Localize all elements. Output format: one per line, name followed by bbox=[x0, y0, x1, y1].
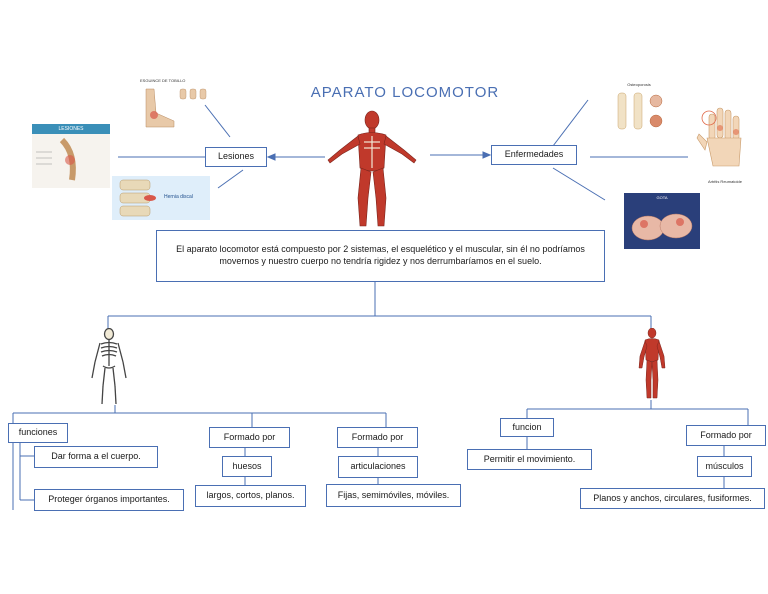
funcion-box: funcion bbox=[500, 418, 554, 437]
muscle-figure-illustration bbox=[327, 110, 417, 227]
musculos-box: músculos bbox=[697, 456, 752, 477]
ankle-image-label: ESGUINCE DE TOBILLO bbox=[140, 78, 186, 83]
arthritis-image-label: Artritis Reumatoide bbox=[707, 179, 742, 184]
dar-forma-box: Dar forma a el cuerpo. bbox=[34, 446, 158, 468]
gout-hand-icon bbox=[631, 213, 693, 241]
skeleton-illustration bbox=[91, 328, 127, 405]
huesos-tipos-box: largos, cortos, planos. bbox=[195, 485, 306, 507]
permitir-movimiento-box: Permitir el movimiento. bbox=[467, 449, 592, 470]
gout-image-label: GOTA bbox=[656, 195, 668, 200]
articulaciones-tipos-box: Fijas, semimóviles, móviles. bbox=[326, 484, 461, 507]
small-muscle-figure-illustration bbox=[638, 328, 666, 399]
formado-por-huesos-box: Formado por bbox=[209, 427, 290, 448]
osteoporosis-image: Osteoporosis bbox=[608, 82, 670, 134]
lesiones-thumbnail: LESIONES bbox=[32, 124, 110, 188]
vertebra-icon bbox=[119, 179, 156, 217]
enfermedades-box: Enfermedades bbox=[491, 145, 577, 165]
formado-por-musculos-box: Formado por bbox=[686, 425, 766, 446]
bone-icon bbox=[617, 92, 663, 130]
hand-icon bbox=[696, 107, 742, 167]
huesos-box: huesos bbox=[222, 456, 272, 477]
arthritis-image: Artritis Reumatoide bbox=[695, 104, 755, 186]
gout-image: GOTA bbox=[624, 193, 700, 249]
ankle-sprain-image: ESGUINCE DE TOBILLO bbox=[140, 78, 208, 132]
herniated-disc-image: Hernia discal bbox=[112, 176, 210, 220]
spine-icon bbox=[36, 137, 76, 181]
page-title: APARATO LOCOMOTOR bbox=[310, 84, 500, 101]
musculos-tipos-box: Planos y anchos, circulares, fusiformes. bbox=[580, 488, 765, 509]
lesiones-thumb-label: LESIONES bbox=[32, 124, 110, 134]
description-box: El aparato locomotor está compuesto por … bbox=[156, 230, 605, 282]
osteoporosis-image-label: Osteoporosis bbox=[627, 82, 651, 87]
formado-por-articulaciones-box: Formado por bbox=[337, 427, 418, 448]
funciones-box: funciones bbox=[8, 423, 68, 443]
proteger-organos-box: Proteger órganos importantes. bbox=[34, 489, 184, 511]
lesiones-box: Lesiones bbox=[205, 147, 267, 167]
ankle-icon bbox=[145, 88, 207, 128]
hernia-image-label: Hernia discal bbox=[164, 194, 193, 200]
articulaciones-box: articulaciones bbox=[338, 456, 418, 478]
